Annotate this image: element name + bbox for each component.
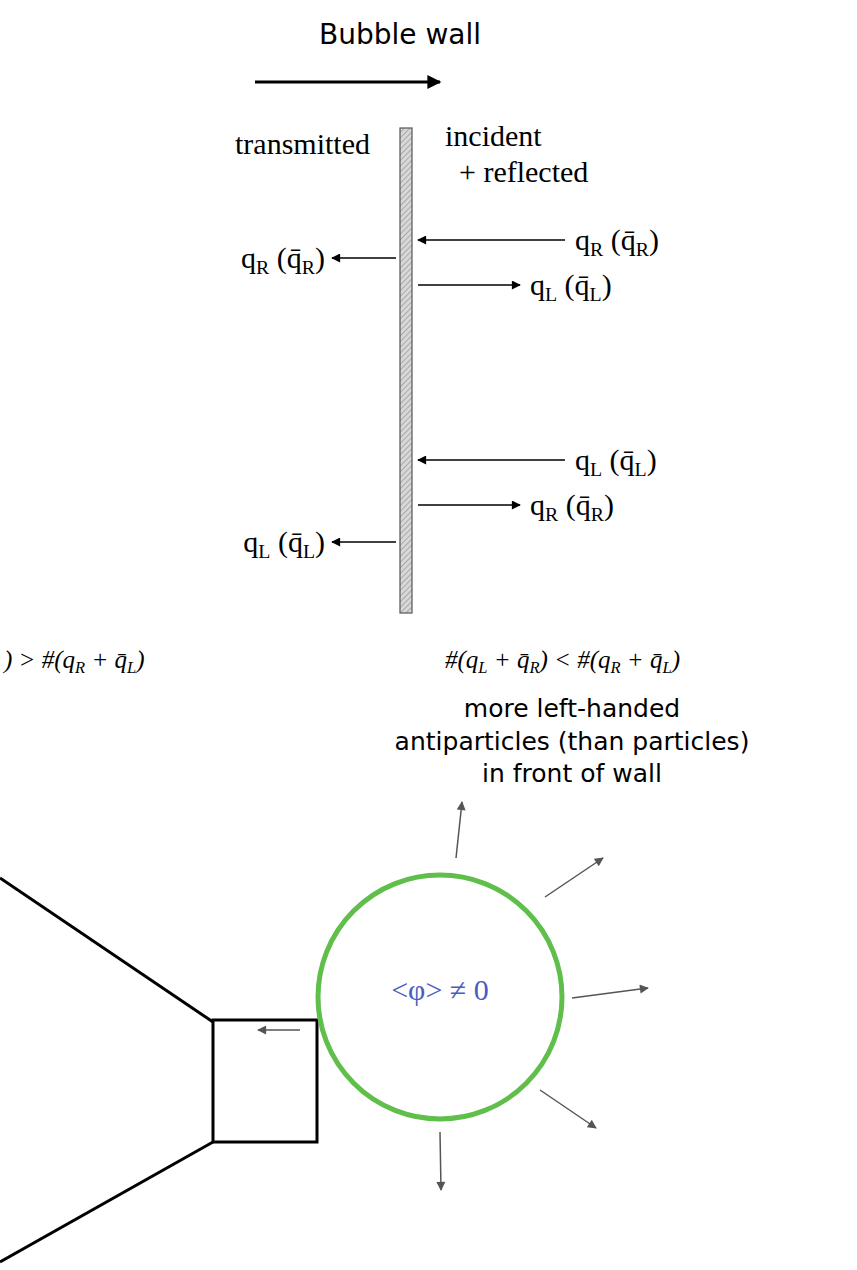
particle-label: qR (q̄R) [575,222,659,258]
expansion-arrow [456,802,462,858]
reflected-arrow [418,504,520,506]
zoom-line [0,878,213,1022]
reflected-arrow [418,284,520,286]
inequality: #(qL + q̄R) < #(qR + q̄L) [445,645,680,675]
arrow-label: Bubble wall [319,18,481,52]
bubble-wall [400,128,412,613]
particle-label: qL (q̄L) [530,267,612,303]
region-label: incident + reflected [445,118,588,190]
motion-arrow [255,81,440,84]
particle-label: qL (q̄L) [575,442,657,478]
transmitted-arrow [332,541,396,543]
expansion-arrow [440,1132,441,1190]
region-label: transmitted [235,126,370,162]
incident-arrow [418,459,565,461]
expansion-arrow [545,858,603,897]
expansion-arrow [572,988,648,998]
particle-label: qL (q̄L) [243,524,325,560]
field-value: <φ> ≠ 0 [391,973,489,1007]
expansion-arrow [540,1090,596,1128]
annotation: more left-handed antiparticles (than par… [395,693,750,791]
zoom-line [0,1142,213,1262]
bubble-circle: <φ> ≠ 0 [315,872,565,1122]
particle-label: qR (q̄R) [241,240,325,276]
incident-arrow [418,239,565,241]
zoom-box [213,1020,317,1142]
inequality: ) > #(qR + q̄L) [4,645,145,675]
bubble-outline [318,875,562,1119]
particle-label: qR (q̄R) [530,487,614,523]
transmitted-arrow [332,257,396,259]
expansion-arrow [258,1029,300,1031]
